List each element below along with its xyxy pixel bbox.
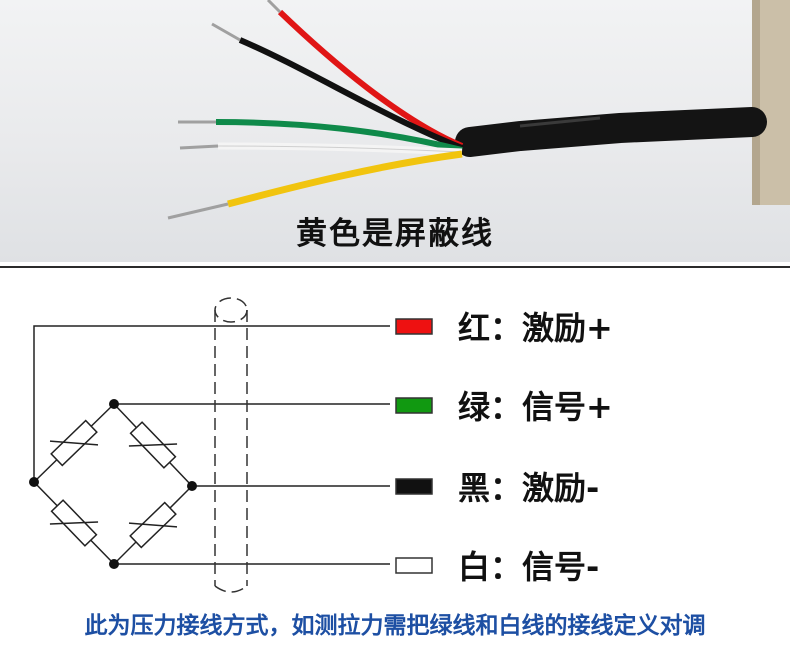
resistor-top-left	[49, 419, 99, 467]
swatch-white	[395, 557, 433, 574]
black-wire	[238, 37, 464, 151]
black-wire-tip	[211, 22, 241, 42]
white-wire	[217, 142, 463, 156]
yellow-wire	[227, 150, 463, 208]
photo-caption: 黄色是屏蔽线	[296, 216, 494, 252]
resistor-bottom-left	[49, 499, 99, 547]
node-right	[187, 481, 197, 491]
shield-cylinder	[214, 297, 248, 593]
swatch-black	[395, 478, 433, 495]
resistor-bottom-right	[128, 501, 178, 549]
legend-black-function: 激励-	[522, 469, 600, 507]
legend-white-sep: ：	[490, 548, 523, 586]
wire-red-line	[33, 325, 390, 482]
legend-red-color: 红	[458, 309, 491, 347]
legend-white: 白：信号-	[458, 551, 599, 583]
section-divider	[0, 266, 790, 268]
legend-green-sep: ：	[490, 388, 523, 426]
legend-black-sep: ：	[490, 469, 523, 507]
swatch-red	[395, 318, 433, 335]
node-left	[29, 477, 39, 487]
legend-green: 绿：信号+	[458, 391, 613, 423]
node-top	[109, 399, 119, 409]
green-wire	[215, 119, 463, 153]
legend-green-function: 信号+	[522, 388, 613, 426]
cable-highlight	[519, 116, 601, 128]
legend-red: 红：激励+	[458, 312, 613, 344]
sensor-edge	[752, 0, 760, 205]
legend-white-function: 信号-	[522, 548, 600, 586]
bridge-wiring-diagram	[29, 297, 433, 593]
white-wire-tip	[179, 144, 219, 150]
resistor-top-right	[128, 421, 178, 469]
legend-red-function: 激励+	[522, 309, 613, 347]
red-wire	[277, 9, 464, 149]
legend-red-sep: ：	[490, 309, 523, 347]
swatch-green	[395, 397, 433, 414]
cable-photo: 黄色是屏蔽线	[0, 0, 790, 262]
legend-black-color: 黑	[458, 469, 491, 507]
white-wire-outline	[217, 145, 463, 153]
legend-black: 黑：激励-	[458, 472, 599, 504]
wiring-note: 此为压力接线方式，如测拉力需把绿线和白线的接线定义对调	[84, 613, 706, 639]
legend-white-color: 白	[458, 548, 491, 586]
red-wire-tip	[266, 0, 282, 14]
node-bottom	[109, 559, 119, 569]
yellow-wire-tip	[167, 202, 229, 220]
legend-green-color: 绿	[458, 388, 491, 426]
cable-jacket	[455, 107, 767, 157]
cable-illustration	[167, 0, 790, 220]
